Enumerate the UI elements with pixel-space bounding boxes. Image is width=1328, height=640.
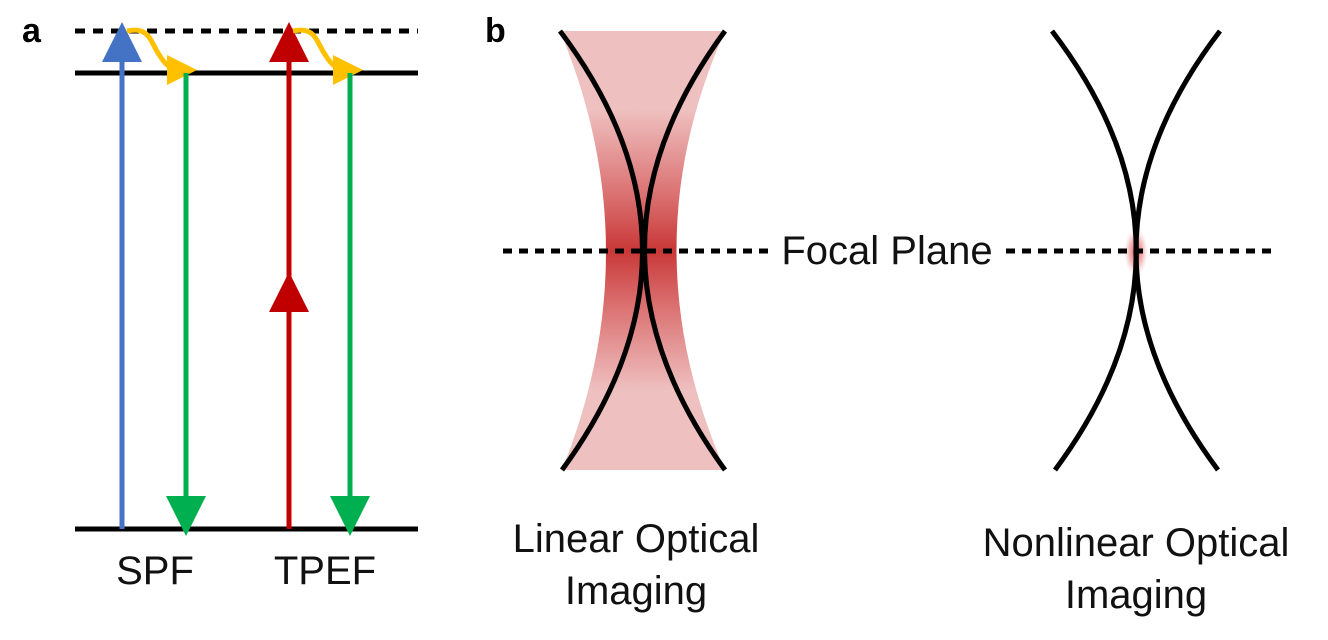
panel-letter-a: a [22,12,42,50]
linear-beam-right-edge [642,29,728,472]
panel-letter-b: b [485,12,506,50]
panel-a: a SPF TPEF [22,12,418,593]
spf-relaxation-arrow [126,27,197,85]
focal-plane-label: Focal Plane [781,229,992,273]
nonlinear-label-line1: Nonlinear Optical [983,521,1290,565]
tpef-relaxation-arrow [292,27,363,85]
nonlinear-beam-right-edge [1133,29,1222,472]
nonlinear-label-line2: Imaging [1065,573,1207,617]
linear-label-line2: Imaging [565,569,707,613]
spf-label: SPF [116,549,194,593]
linear-label-line1: Linear Optical [513,517,760,561]
tpef-label: TPEF [274,549,376,593]
panel-b: b Focal Plane Linear Optical Imaging Non… [485,12,1289,617]
